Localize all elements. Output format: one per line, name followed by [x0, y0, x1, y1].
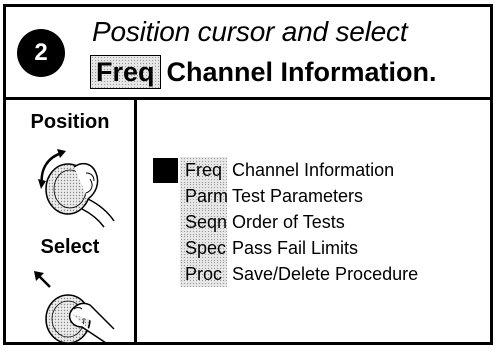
menu-desc: Channel Information — [232, 160, 395, 180]
freq-key-label: Freq — [90, 55, 161, 89]
menu-desc: Save/Delete Procedure — [232, 264, 419, 284]
cursor-block — [153, 158, 178, 183]
instruction-text: Position cursor and select — [92, 16, 408, 47]
menu-desc: Pass Fail Limits — [232, 238, 359, 258]
menu-key: Parm — [180, 183, 228, 209]
knob-press-icon[interactable] — [30, 267, 122, 351]
step-number-badge: 2 — [17, 29, 65, 77]
select-label: Select — [40, 236, 100, 258]
menu-key: Freq — [180, 157, 227, 183]
position-label: Position — [30, 111, 110, 133]
menu-desc: Test Parameters — [232, 186, 364, 206]
menu-desc: Order of Tests — [232, 212, 345, 232]
controls-panel: Position Select — [6, 97, 137, 344]
menu-key: Proc — [180, 261, 227, 287]
menu-key: Spec — [180, 235, 227, 261]
instruction-action-text: Channel Information. — [166, 57, 437, 87]
knob-rotate-icon[interactable] — [30, 143, 122, 229]
menu-key: Seqn — [180, 209, 227, 235]
